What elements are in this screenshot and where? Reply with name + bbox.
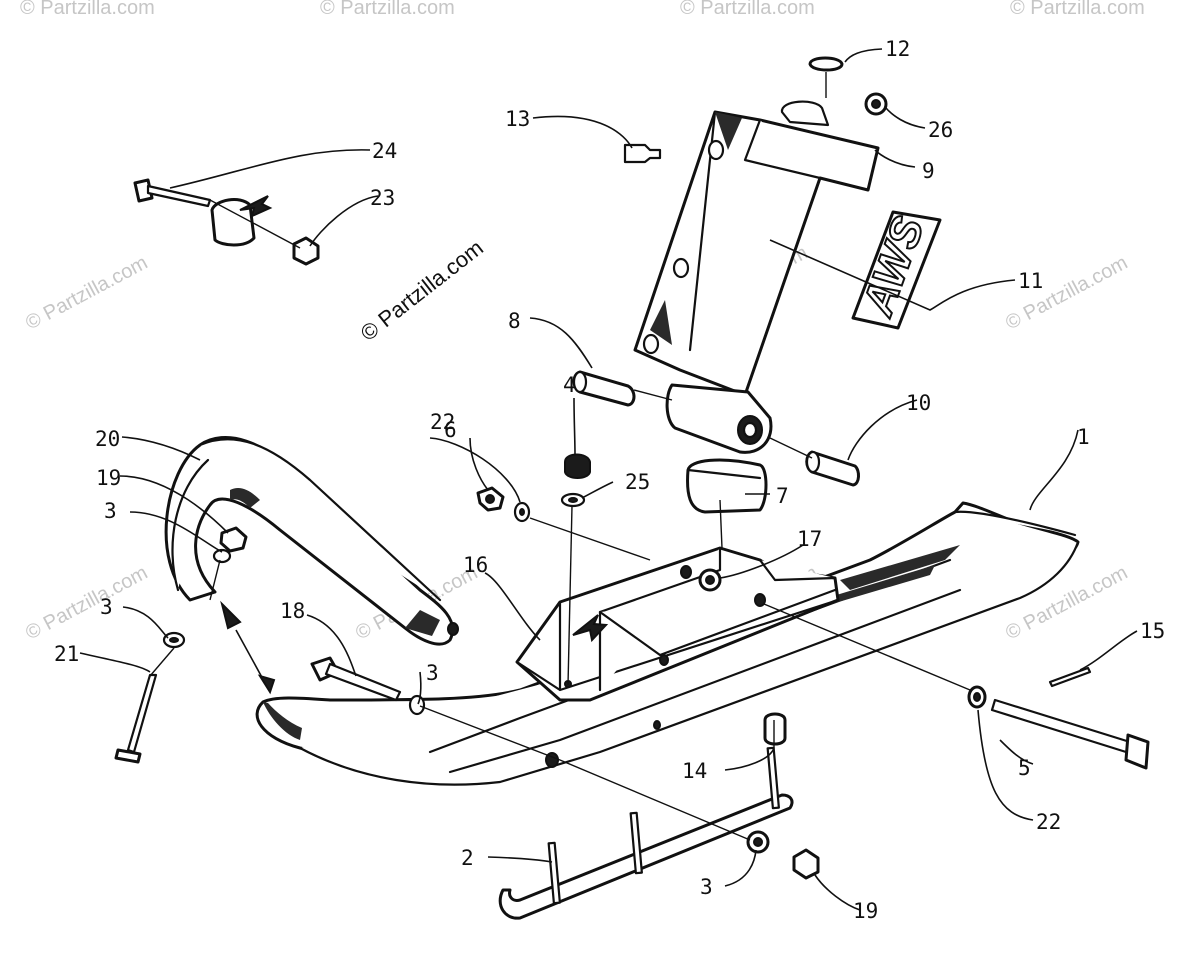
bolt-24 [133,178,212,208]
cap [808,56,844,72]
washer-3 [408,694,426,716]
callout-21: 21 [54,642,79,666]
bolt-21 [114,673,158,764]
watermark-faint: © Partzilla.com [1010,0,1145,19]
alignment-arrow [220,600,276,695]
nut-19-left [219,526,248,553]
callouts: 1 2 3 3 3 3 4 5 6 7 8 9 10 11 12 13 14 1… [54,37,1165,923]
callout-4: 4 [563,373,576,397]
watermark-faint: © Partzilla.com [1002,252,1131,335]
callout-1: 1 [1077,425,1090,449]
bolt-5 [990,698,1150,770]
callout-19: 19 [853,899,878,923]
spindle [633,100,880,454]
callout-6: 6 [444,418,457,442]
arrow-indicator [572,614,609,643]
assembly-lines [149,72,971,841]
callout-3: 3 [700,875,713,899]
bolt-18 [310,656,402,702]
nut-19-bottom [792,848,820,880]
callout-22: 22 [1036,810,1061,834]
callout-8: 8 [508,309,521,333]
callout-3: 3 [426,661,439,685]
callout-9: 9 [922,159,935,183]
washer-3-left-upper [212,548,232,564]
callout-26: 26 [928,118,953,142]
callout-19: 19 [96,466,121,490]
callout-24: 24 [372,139,397,163]
aws-decal: AWS [851,209,942,330]
callout-25: 25 [625,470,650,494]
spindle-stop-block [686,458,768,514]
watermark-main: © Partzilla.com [356,235,488,346]
bracket [210,195,273,247]
leader-lines [79,48,1138,911]
grease-fitting [623,143,662,164]
callout-11: 11 [1018,269,1043,293]
nut-23 [292,236,320,266]
callout-16: 16 [463,553,488,577]
watermark-faint: © Partzilla.com [320,0,455,19]
watermark-faint: © Partzilla.com [20,0,155,19]
callout-12: 12 [885,37,910,61]
callout-3: 3 [104,499,117,523]
callout-17: 17 [797,527,822,551]
callout-14: 14 [682,759,707,783]
callout-18: 18 [280,599,305,623]
spacer-14 [763,712,787,746]
callout-2: 2 [461,846,474,870]
callout-5: 5 [1018,756,1031,780]
callout-22: 22 [430,410,455,434]
callout-7: 7 [776,484,789,508]
callout-10: 10 [906,391,931,415]
arrow-indicator [239,195,273,218]
watermark-faint: © Partzilla.com [22,562,151,645]
callout-23: 23 [370,186,395,210]
callout-15: 15 [1140,619,1165,643]
cotter-pin [1048,666,1092,688]
watermark-faint: © Partzilla.com [680,0,815,19]
callout-13: 13 [505,107,530,131]
nut-4 [564,453,591,479]
callout-20: 20 [95,427,120,451]
ski-loop [164,436,459,646]
wear-bar [498,746,794,920]
ski-saddle [515,546,840,768]
watermark-faint: © Partzilla.com [22,252,151,335]
callout-3: 3 [100,595,113,619]
